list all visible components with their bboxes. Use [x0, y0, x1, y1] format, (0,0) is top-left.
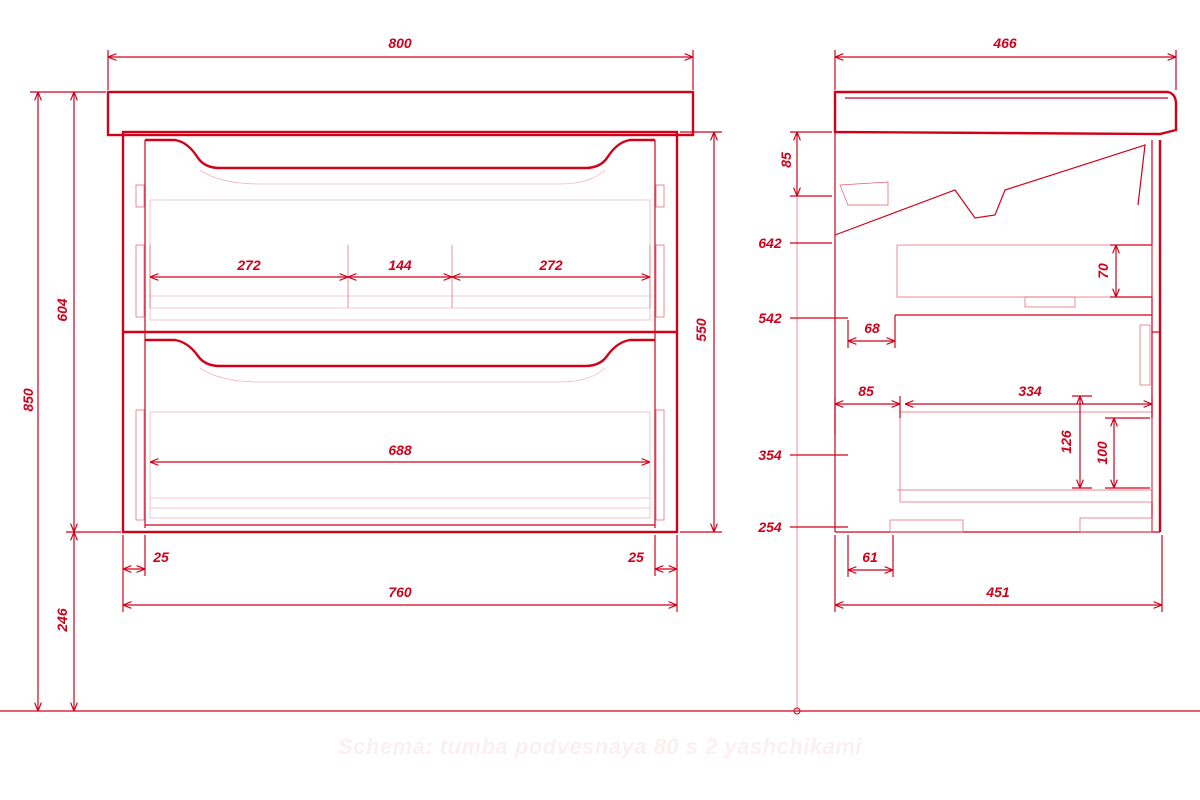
dim-floor-to-bottom: 246	[54, 608, 70, 633]
side-bottom-rail-left	[889, 519, 964, 533]
side-siphon-cutout	[834, 144, 1146, 236]
side-siphon-box	[839, 181, 889, 206]
dim-overall-width: 800	[388, 35, 412, 51]
dim-body-depth: 451	[985, 584, 1010, 600]
right-hinge-upper	[655, 184, 665, 208]
dim-bottom-setback: 61	[862, 549, 878, 565]
datum-origin	[793, 707, 801, 715]
side-lower-drawer	[899, 411, 1153, 503]
dim-overall-depth: 466	[992, 35, 1017, 51]
dim-lower-drawer-depth: 334	[1018, 383, 1042, 399]
side-upper-drawer	[896, 244, 1153, 298]
faded-caption: Schema: tumba podvesnaya 80 s 2 yashchik…	[337, 734, 863, 759]
dim-body-height: 550	[693, 318, 709, 342]
dim-overall-height: 850	[20, 388, 36, 412]
upper-drawer-handle	[145, 138, 655, 170]
dim-inner-width: 760	[388, 584, 412, 600]
dim-upper-right: 272	[538, 257, 563, 273]
dim-lower-drawer-front: 85	[858, 383, 874, 399]
dim-upper-setback: 68	[864, 320, 880, 336]
side-upper-drawer-foot	[1024, 296, 1076, 308]
lower-handle-shadow	[199, 367, 606, 383]
dim-lower-width: 688	[388, 442, 412, 458]
level-354-label: 354	[758, 447, 782, 463]
dim-upper-drawer-height: 70	[1095, 263, 1111, 279]
front-countertop	[106, 90, 695, 137]
side-runner	[1139, 324, 1151, 386]
dim-lower-height-inner: 100	[1094, 441, 1110, 465]
side-bottom-rail-right	[1079, 517, 1153, 533]
dim-upper-middle: 144	[388, 257, 412, 273]
level-542-label: 542	[758, 310, 782, 326]
front-view: 800 850 604 246 550 272 144 272 688	[20, 35, 722, 711]
level-254-label: 254	[757, 519, 782, 535]
right-runner-upper	[655, 244, 665, 318]
level-642-label: 642	[758, 235, 782, 251]
dim-right-side: 25	[627, 549, 644, 565]
lower-drawer-handle	[145, 338, 655, 368]
left-hinge-upper	[135, 184, 145, 208]
upper-handle-shadow	[199, 169, 606, 185]
side-countertop	[833, 90, 1178, 136]
left-runner-upper	[135, 244, 145, 318]
dim-left-side: 25	[152, 549, 169, 565]
right-runner-lower	[655, 409, 665, 521]
lower-drawer-box-hidden	[149, 411, 651, 519]
dim-top-offset: 85	[778, 152, 794, 168]
dim-lower-height-outer: 126	[1058, 430, 1074, 454]
left-runner-lower	[135, 409, 145, 521]
side-view: 466 85 642 542 354 254 70 68 85	[757, 35, 1178, 715]
dim-cabinet-height: 604	[54, 298, 70, 322]
dim-upper-left: 272	[236, 257, 261, 273]
